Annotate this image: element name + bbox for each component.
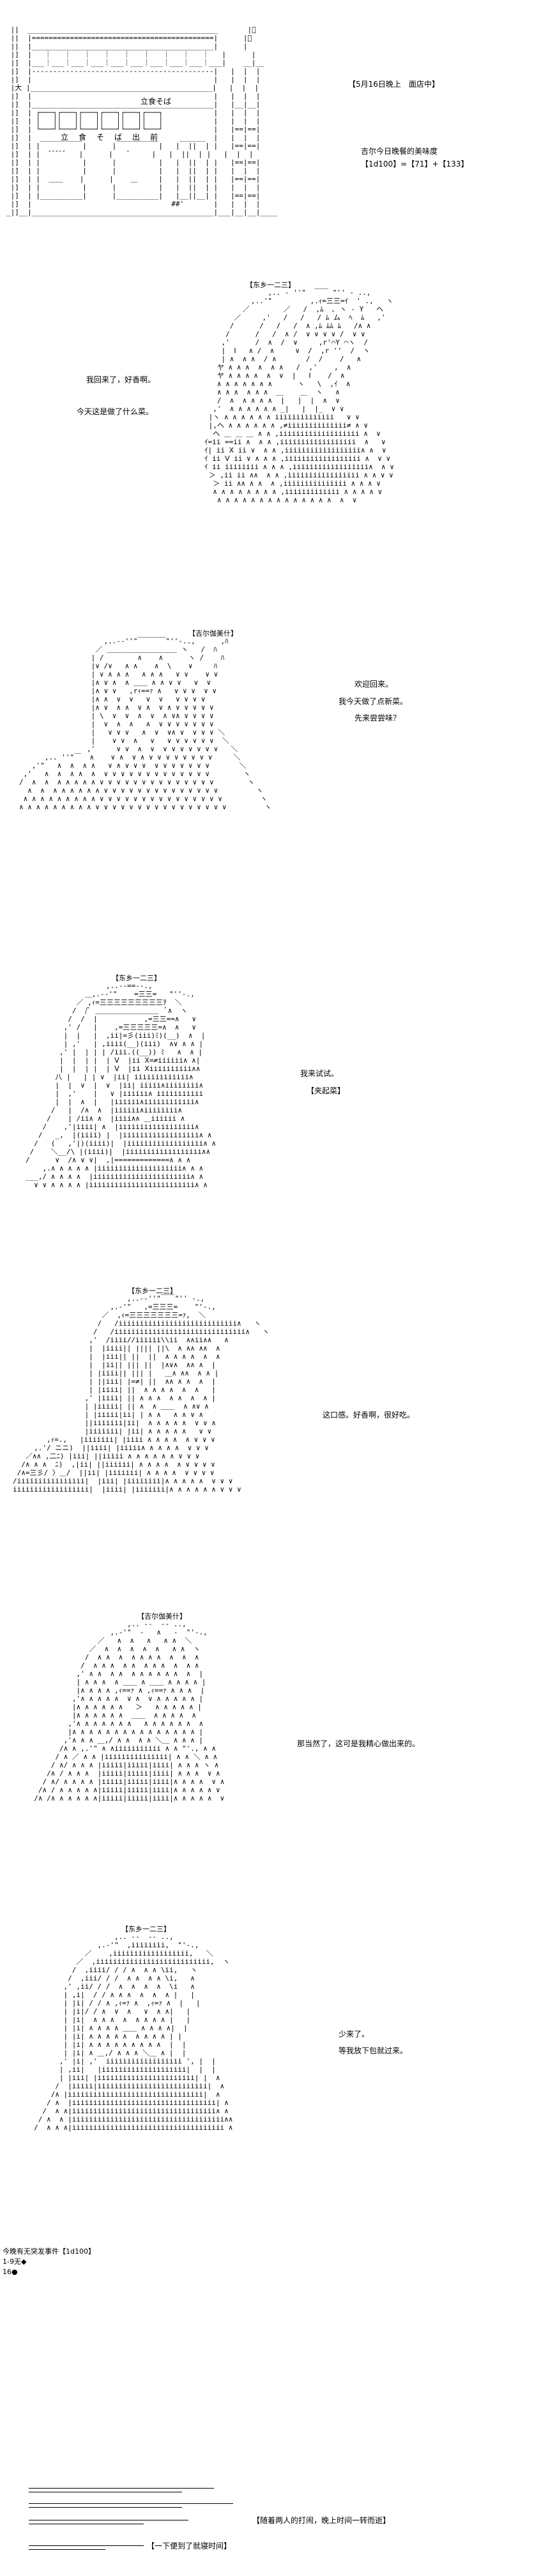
dialogue-line: 【夹起菜】 (307, 1086, 346, 1095)
time-skip-line: 【随着两人的打闹，晚上时间一转而逝】 (252, 2516, 391, 2525)
footer-section: 今晚有无突发事件【1d100】 1-9无◆ 16● 【随着两人的打闹，晚上时间一… (0, 2247, 557, 2576)
dialogue-line: 我回来了，好香啊。 (86, 375, 156, 384)
panel-shop-exterior: || _____________________________________… (0, 0, 557, 268)
speaker-tag: 【东乡一二三】 (112, 974, 161, 982)
panel-dialogue-5: 【吉尔伽美什】 ,.. -‐ ‐- .., ,.-'" - ∧ - "'-., … (0, 1608, 557, 1915)
dialogue-line: 今天这是做了什么菜。 (77, 407, 154, 416)
dialogue-line: 这口感。好香啊，很好吃。 (323, 1411, 415, 1419)
dialogue-line: 欢迎回来。 (355, 680, 393, 689)
event-roll-range: 1-9无◆ (3, 2258, 27, 2266)
divider-line (29, 2545, 144, 2546)
dialogue-line: 我今天做了点新菜。 (339, 697, 408, 706)
dialogue-line: 等我放下包就过来。 (339, 2046, 408, 2055)
dialogue-line: 那当然了，这可是我精心做出来的。 (297, 1739, 420, 1748)
event-roll-value: 16● (3, 2268, 18, 2276)
divider-line (29, 2503, 233, 2504)
dialogue-line: 我来试试。 (300, 1069, 339, 1078)
divider-line (29, 2488, 214, 2489)
speaker-tag: 【东乡一二三】 (246, 281, 295, 289)
bedtime-line: 【一下便到了就寝时间】 (147, 2542, 232, 2550)
speaker-tag: 【吉尔伽美什】 (137, 1612, 187, 1621)
character-art: ,.. -‐ ‐- .., ,.-'" ,iiiiiiii, "'-., ／ ,… (34, 1933, 233, 2132)
speaker-tag: 【吉尔伽美什】 (188, 629, 238, 638)
character-art: ,.. -‐ ‐- .., ,.-'" - ∧ - "'-., ／ ∧ ∧ ∧ … (34, 1620, 225, 1802)
shop-sign: 立食そば (141, 97, 172, 106)
character-art: ,..-‐==‐-., ＿,.-‐'" =三三= "''-., ／ ,ｨ=三三三… (26, 982, 217, 1189)
dialogue-line: 少来了。 (339, 2030, 370, 2039)
divider-line (29, 2507, 182, 2508)
panel-dialogue-3: 【东乡一二三】 ,..-‐==‐-., ＿,.-‐'" =三三= "''-., … (0, 970, 557, 1277)
dinner-rating-label: 吉尔今日晚餐的美味度 (361, 147, 438, 156)
event-roll-line: 今晚有无突发事件【1d100】 (3, 2247, 95, 2256)
speaker-tag: 【东乡一二三】 (121, 1925, 171, 1933)
character-art: ,.. - ''" ￣￣ "'' - .., ,..'" ,.ｨ=三三=ｲ ' … (204, 288, 394, 504)
dialogue-line: 先来尝尝味？ (355, 714, 401, 723)
speaker-tag: 【东乡一二三】 (128, 1287, 177, 1295)
panel-dialogue-6: 【东乡一二三】 ,.. -‐ ‐- .., ,.-'" ,iiiiiiii, "… (0, 1921, 557, 2240)
shop-banner: 立 食 そ ば 出 前 (61, 133, 160, 142)
character-art: ,..-‐''"￣￣"'' -., ,.-'" ,=三三三= "'-., ／ ,… (13, 1294, 270, 1494)
character-art: ,..-‐''"￣￣￣￣"''‐.., ,ﾊ ／ ＿＿＿＿＿＿＿＿＿＿ ヽ / … (19, 637, 272, 811)
dinner-rating-roll: 【1d100】=【71】+【133】 (361, 160, 469, 168)
scene-date: 【5月16日晚上 面店中】 (348, 80, 439, 89)
divider-line (29, 2549, 105, 2550)
shop-building-art: || _____________________________________… (6, 26, 277, 216)
panel-dialogue-4: 【东乡一二三】 ,..-‐''"￣￣"'' -., ,.-'" ,=三三三= "… (0, 1283, 557, 1602)
panel-dialogue-1: 【东乡一二三】 ,.. - ''" ￣￣ "'' - .., ,..'" ,.ｨ… (0, 274, 557, 619)
panel-dialogue-2: 【吉尔伽美什】 ,..-‐''"￣￣￣￣"''‐.., ,ﾊ ／ ＿＿＿＿＿＿＿… (0, 625, 557, 964)
